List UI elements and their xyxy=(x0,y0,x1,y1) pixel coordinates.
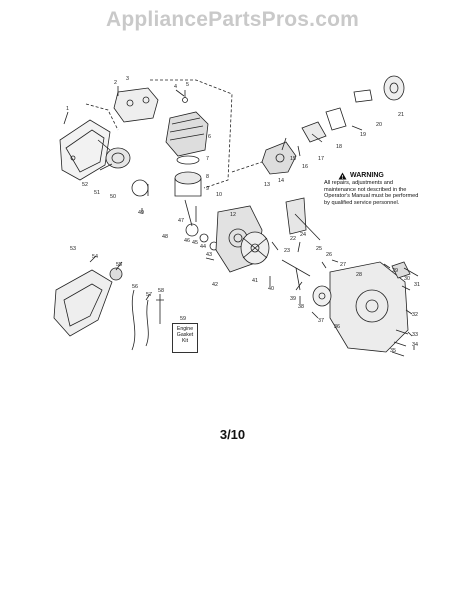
label-32: 32 xyxy=(412,312,418,318)
label-52: 52 xyxy=(82,182,88,188)
label-3: 3 xyxy=(126,76,129,82)
label-22: 22 xyxy=(290,236,296,242)
label-17: 17 xyxy=(318,156,324,162)
muffler xyxy=(113,87,159,123)
label-31: 31 xyxy=(414,282,420,288)
air-filter xyxy=(97,139,131,171)
ignition-module xyxy=(285,197,321,241)
label-40: 40 xyxy=(268,286,274,292)
label-8: 8 xyxy=(206,174,209,180)
label-42: 42 xyxy=(212,282,218,288)
label-10: 10 xyxy=(216,192,222,198)
label-34: 34 xyxy=(412,342,418,348)
label-1: 1 xyxy=(66,106,69,112)
starter-handle xyxy=(391,261,419,279)
label-33: 33 xyxy=(412,332,418,338)
label-25: 25 xyxy=(316,246,322,252)
label-15: 15 xyxy=(290,156,296,162)
label-2: 2 xyxy=(114,80,117,86)
page-number: 3/10 xyxy=(219,427,246,442)
label-37: 37 xyxy=(318,318,324,324)
label-6: 6 xyxy=(208,134,211,140)
label-5: 5 xyxy=(186,82,189,88)
label-54: 54 xyxy=(92,254,98,260)
label-9: 9 xyxy=(206,186,209,192)
label-56: 56 xyxy=(132,284,138,290)
label-35: 35 xyxy=(390,348,396,354)
o-ring xyxy=(131,179,149,197)
watermark: AppliancePartsPros.com xyxy=(106,8,359,31)
label-28: 28 xyxy=(356,272,362,278)
gasket-kit-line3: Kit xyxy=(181,338,189,344)
throttle-parts xyxy=(301,75,405,143)
label-41: 41 xyxy=(252,278,258,284)
flywheel xyxy=(240,231,270,265)
piston xyxy=(174,155,202,197)
label-26: 26 xyxy=(326,252,332,258)
label-44: 44 xyxy=(200,244,206,250)
label-29: 29 xyxy=(392,268,398,274)
label-23: 23 xyxy=(284,248,290,254)
label-48: 48 xyxy=(162,234,168,240)
bolt xyxy=(156,299,164,324)
label-39: 39 xyxy=(290,296,296,302)
cylinder xyxy=(165,90,209,157)
label-38: 38 xyxy=(298,304,304,310)
label-50: 50 xyxy=(110,194,116,200)
label-20: 20 xyxy=(376,122,382,128)
label-30: 30 xyxy=(404,276,410,282)
gasket-kit-line2: Gasket xyxy=(176,332,194,338)
label-53: 53 xyxy=(70,246,76,252)
label-16: 16 xyxy=(302,164,308,170)
housing-screws xyxy=(391,329,409,357)
label-14: 14 xyxy=(278,178,284,184)
label-13: 13 xyxy=(264,182,270,188)
label-12: 12 xyxy=(230,212,236,218)
starter-housing xyxy=(329,261,409,353)
warning-text: All repairs, adjustments and maintenance… xyxy=(324,180,419,206)
label-4: 4 xyxy=(174,84,177,90)
carburetor xyxy=(261,141,297,175)
label-47: 47 xyxy=(178,218,184,224)
label-19: 19 xyxy=(360,132,366,138)
label-7: 7 xyxy=(206,156,209,162)
warning-title: WARNING xyxy=(350,171,384,179)
grommet xyxy=(109,267,123,281)
label-18: 18 xyxy=(336,144,342,150)
label-51: 51 xyxy=(94,190,100,196)
label-45: 45 xyxy=(192,240,198,246)
engine-gasket-kit-box: Engine Gasket Kit xyxy=(172,323,198,353)
label-46: 46 xyxy=(184,238,190,244)
label-57: 57 xyxy=(146,292,152,298)
label-24: 24 xyxy=(300,232,306,238)
label-58: 58 xyxy=(158,288,164,294)
bracket xyxy=(281,259,311,291)
warning-icon: ! xyxy=(338,172,347,180)
gasket-kit-line1: Engine xyxy=(176,326,194,332)
label-36: 36 xyxy=(334,324,340,330)
svg-text:!: ! xyxy=(342,175,344,180)
label-27: 27 xyxy=(340,262,346,268)
recoil-pulley xyxy=(312,285,332,307)
label-21: 21 xyxy=(398,112,404,118)
label-43: 43 xyxy=(206,252,212,258)
warning-notice: ! WARNING All repairs, adjustments and m… xyxy=(324,172,424,206)
label-49: 49 xyxy=(138,210,144,216)
label-55: 55 xyxy=(116,262,122,268)
air-filter-cover xyxy=(59,119,111,181)
shroud xyxy=(53,269,113,337)
fuel-lines xyxy=(131,289,149,351)
label-59: 59 xyxy=(180,316,186,322)
